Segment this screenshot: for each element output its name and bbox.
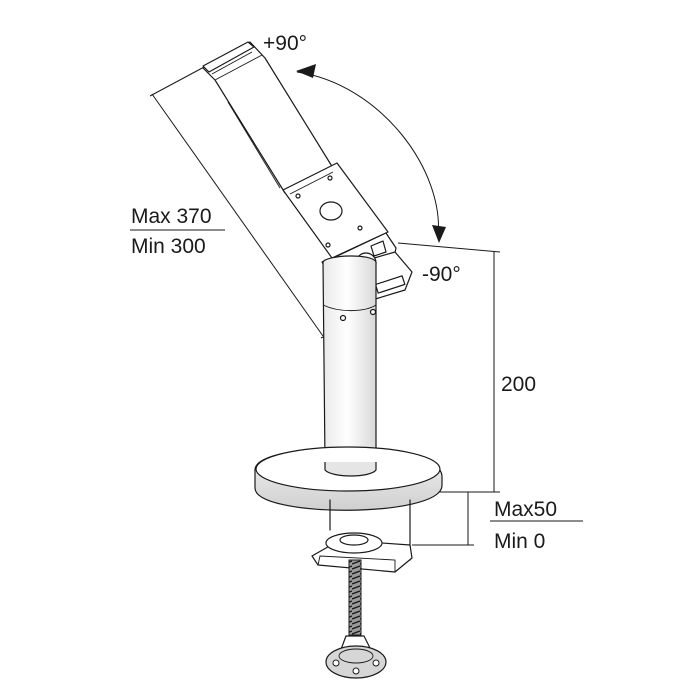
desk-base — [254, 446, 443, 511]
angle-minus-label: -90° — [422, 263, 461, 286]
length-min-label: Min 300 — [131, 235, 206, 258]
height-dimension — [397, 242, 501, 493]
clamp-knob — [325, 645, 387, 679]
desk-clamp — [311, 499, 413, 679]
angle-plus-label: +90° — [263, 32, 307, 55]
height-label: 200 — [501, 373, 536, 396]
arc-arrowhead-bottom — [432, 225, 446, 243]
plate-center-hole — [319, 201, 343, 221]
mounting-plate — [282, 162, 389, 259]
arc-arrowhead-top — [296, 64, 316, 78]
rotation-arc — [296, 64, 446, 243]
clamp-dimension — [412, 492, 583, 546]
pole — [322, 255, 377, 463]
clamp-max-label: Max50 — [494, 498, 557, 521]
clamp-min-label: Min 0 — [494, 530, 545, 553]
tablet-holder-arm — [202, 41, 334, 194]
length-max-label: Max 370 — [131, 205, 212, 228]
clamp-screw — [348, 559, 362, 636]
